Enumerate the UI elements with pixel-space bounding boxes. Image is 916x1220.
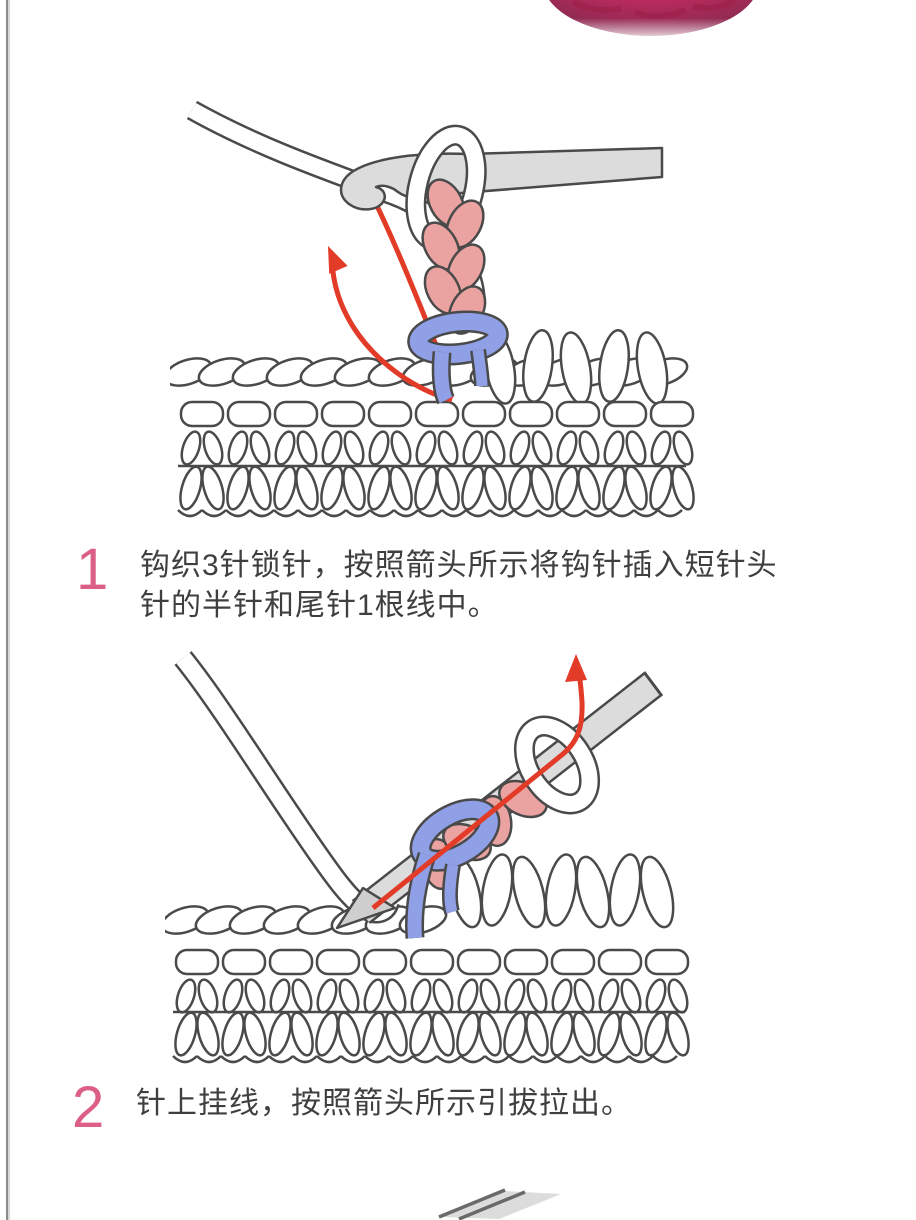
step-1-row: 1 钩织3针锁针，按照箭头所示将钩针插入短针头针的半针和尾针1根线中。 — [76, 540, 808, 626]
crochet-fabric — [165, 850, 694, 1064]
pink-chain-stitches — [421, 178, 487, 335]
pull-direction-arrow-icon — [328, 246, 453, 403]
yarn-strand — [174, 651, 400, 924]
next-diagram-hook-fragment — [438, 1188, 561, 1220]
page-edge-line — [6, 0, 8, 1220]
pink-yarn-ball-photo — [543, 0, 763, 42]
blue-stitch-loop — [407, 310, 509, 405]
step2-diagram-yarn-over-pull-through — [165, 651, 694, 1064]
step-2-number: 2 — [72, 1075, 105, 1140]
step1-diagram-insert-hook — [170, 100, 695, 518]
crochet-fabric — [170, 327, 695, 518]
step-2-row: 2 针上挂线，按照箭头所示引拔拉出。 — [72, 1078, 804, 1138]
pull-out-arrow-icon — [371, 654, 587, 910]
step-1-number: 1 — [76, 537, 109, 602]
step-1-text: 钩织3针锁针，按照箭头所示将钩针插入短针头针的半针和尾针1根线中。 — [140, 549, 778, 622]
step-2-text: 针上挂线，按照箭头所示引拔拉出。 — [136, 1087, 632, 1120]
